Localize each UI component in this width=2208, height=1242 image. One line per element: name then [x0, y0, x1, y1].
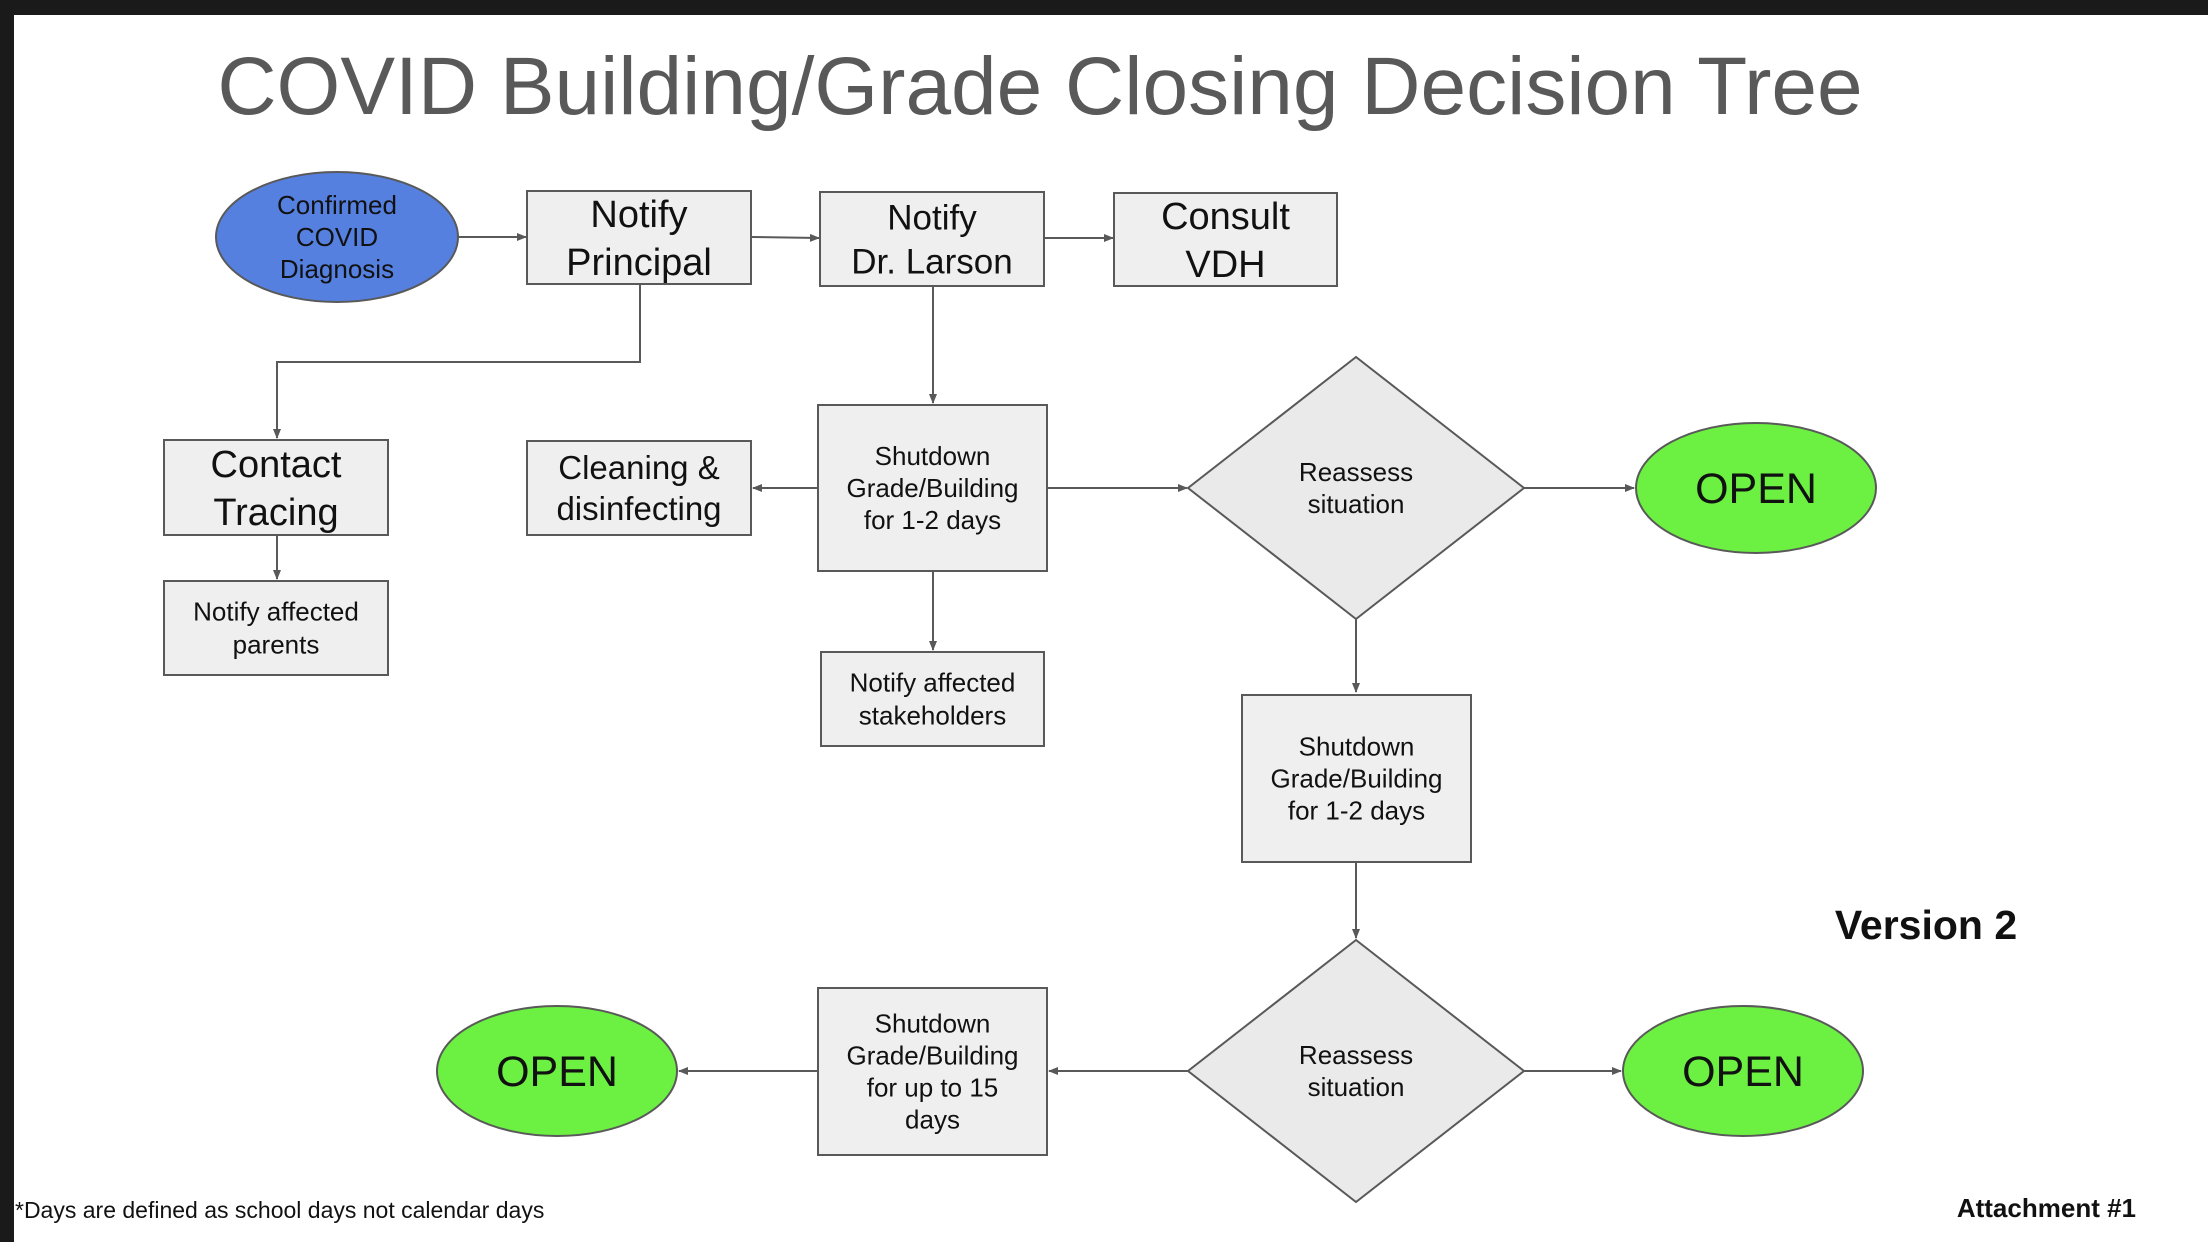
notify-affected-parents-node-label-line: Notify affected [193, 597, 359, 627]
edge-principal-to-larson [750, 233, 820, 242]
reassess-situation-second-node-label-line: situation [1308, 1072, 1405, 1102]
shutdown-1-2-days-node-shape [817, 404, 1048, 572]
reassess-situation-second-node-shape [1186, 938, 1526, 1204]
shutdown-1-2-days-node-label-line: Shutdown [875, 441, 991, 471]
confirmed-diagnosis-node-shape [215, 171, 459, 303]
footnote: *Days are defined as school days not cal… [15, 1197, 544, 1223]
open-left-node: OPEN [436, 1005, 678, 1137]
reassess-situation-node-label-line: Reassess [1299, 457, 1413, 487]
page-title: COVID Building/Grade Closing Decision Tr… [217, 41, 1862, 132]
notify-affected-stakeholders-node-label-line: Notify affected [850, 668, 1016, 698]
notify-affected-stakeholders-node-shape [820, 651, 1045, 747]
open-node: OPEN [1635, 422, 1877, 554]
open-right-node-shape [1622, 1005, 1864, 1137]
confirmed-diagnosis-node-label-line: Diagnosis [280, 254, 394, 284]
shutdown-1-2-days-second-node-label-line: Grade/Building [1271, 764, 1443, 794]
shutdown-up-to-15-days-node-label-line: Grade/Building [847, 1041, 1019, 1071]
contact-tracing-node-label-line: Tracing [213, 492, 338, 534]
open-right-node-label-line: OPEN [1682, 1048, 1804, 1096]
open-right-node: OPEN [1622, 1005, 1864, 1137]
open-left-node-shape [436, 1005, 678, 1137]
confirmed-diagnosis-node-label-line: Confirmed [277, 190, 397, 220]
notify-principal-node-label-line: Notify [590, 194, 687, 236]
reassess-situation-second-node-label-line: Reassess [1299, 1040, 1413, 1070]
notify-dr-larson-node-label-line: Notify [887, 198, 977, 237]
reassess-situation-node-label-line: situation [1308, 489, 1405, 519]
shutdown-1-2-days-second-node-label-line: for 1-2 days [1288, 796, 1425, 826]
shutdown-1-2-days-second-node-label-line: Shutdown [1299, 732, 1415, 762]
contact-tracing-node-label-line: Contact [211, 444, 342, 486]
shutdown-1-2-days-second-node-shape [1241, 694, 1472, 863]
edge-principal-to-contact-tracing [273, 284, 641, 439]
cleaning-disinfecting-node: Cleaning & disinfecting [526, 440, 752, 536]
shutdown-up-to-15-days-node-shape [817, 987, 1048, 1156]
cleaning-disinfecting-node-label-line: disinfecting [556, 490, 721, 527]
notify-principal-node-shape [526, 190, 752, 285]
contact-tracing-node-shape [163, 439, 389, 536]
notify-affected-parents-node-shape [163, 580, 389, 676]
consult-vdh-node-shape [1113, 192, 1338, 287]
notify-dr-larson-node-shape [819, 191, 1045, 287]
connectors [273, 233, 1635, 1075]
shutdown-1-2-days-node-label-line: for 1-2 days [864, 505, 1001, 535]
cleaning-disinfecting-node-label-line: Cleaning & [558, 449, 719, 486]
consult-vdh-node-label-line: Consult [1161, 196, 1290, 238]
version-label: Version 2 [1835, 902, 2017, 948]
notify-affected-parents-node-label-line: parents [233, 630, 320, 660]
shutdown-up-to-15-days-node-label-line: days [905, 1105, 960, 1135]
nodes: ConfirmedCOVIDDiagnosisNotifyPrincipalNo… [163, 171, 1877, 1204]
reassess-situation-node-shape [1186, 355, 1526, 621]
consult-vdh-node-label-line: VDH [1185, 244, 1265, 286]
shutdown-up-to-15-days-node-label-line: for up to 15 [867, 1073, 999, 1103]
notify-dr-larson-node-label-line: Dr. Larson [851, 242, 1012, 281]
confirmed-diagnosis-node-label-line: COVID [296, 222, 378, 252]
open-node-shape [1635, 422, 1877, 554]
open-left-node-label-line: OPEN [496, 1048, 618, 1096]
open-node-label-line: OPEN [1695, 465, 1817, 513]
shutdown-1-2-days-node-label-line: Grade/Building [847, 473, 1019, 503]
notify-affected-stakeholders-node-label-line: stakeholders [859, 701, 1006, 731]
notify-principal-node-label-line: Principal [566, 242, 712, 284]
attachment-label: Attachment #1 [1957, 1193, 2136, 1223]
cleaning-disinfecting-node-shape [526, 440, 752, 536]
shutdown-up-to-15-days-node-label-line: Shutdown [875, 1009, 991, 1039]
